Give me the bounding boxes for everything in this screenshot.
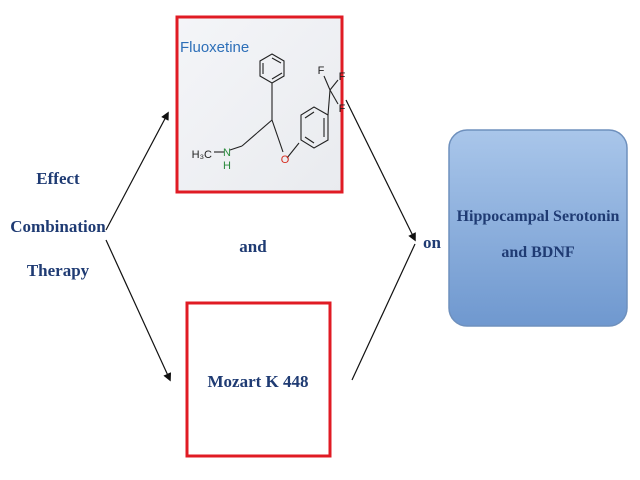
on-word: on [423,233,442,252]
amine-methyl-label: H₃C [192,149,212,161]
mozart-box: Mozart K 448 [185,301,332,458]
arrow-to-fluoxetine [105,111,169,231]
fluoxetine-title: Fluoxetine [180,39,249,56]
fluorine-label-3: F [339,103,346,115]
result-box: Hippocampal Serotonin and BDNF [448,129,628,327]
mozart-box-border [185,301,332,458]
and-connector: and [239,237,267,256]
left-label: Effect Combination Therapy [10,169,106,280]
arrow-mozart-to-result [351,243,416,381]
fluoxetine-structure [214,53,339,159]
left-label-line-3: Therapy [27,261,90,280]
hydrogen-label: H [223,160,231,172]
mozart-label: Mozart K 448 [207,372,308,391]
result-line-2: and BDNF [501,244,575,261]
left-label-line-1: Effect [36,169,80,188]
arrow-to-mozart [105,239,172,382]
fluoxetine-box-border [175,15,344,194]
nitrogen-label: N [223,147,231,159]
arrow-fluoxetine-to-result [345,99,416,242]
fluoxetine-box: Fluoxetine [175,15,346,194]
fluorine-label-1: F [318,65,325,77]
result-line-1: Hippocampal Serotonin [457,208,620,225]
result-box-shape [448,129,628,327]
fluorine-label-2: F [339,71,346,83]
left-label-line-2: Combination [10,217,106,236]
oxygen-label: O [281,154,290,166]
